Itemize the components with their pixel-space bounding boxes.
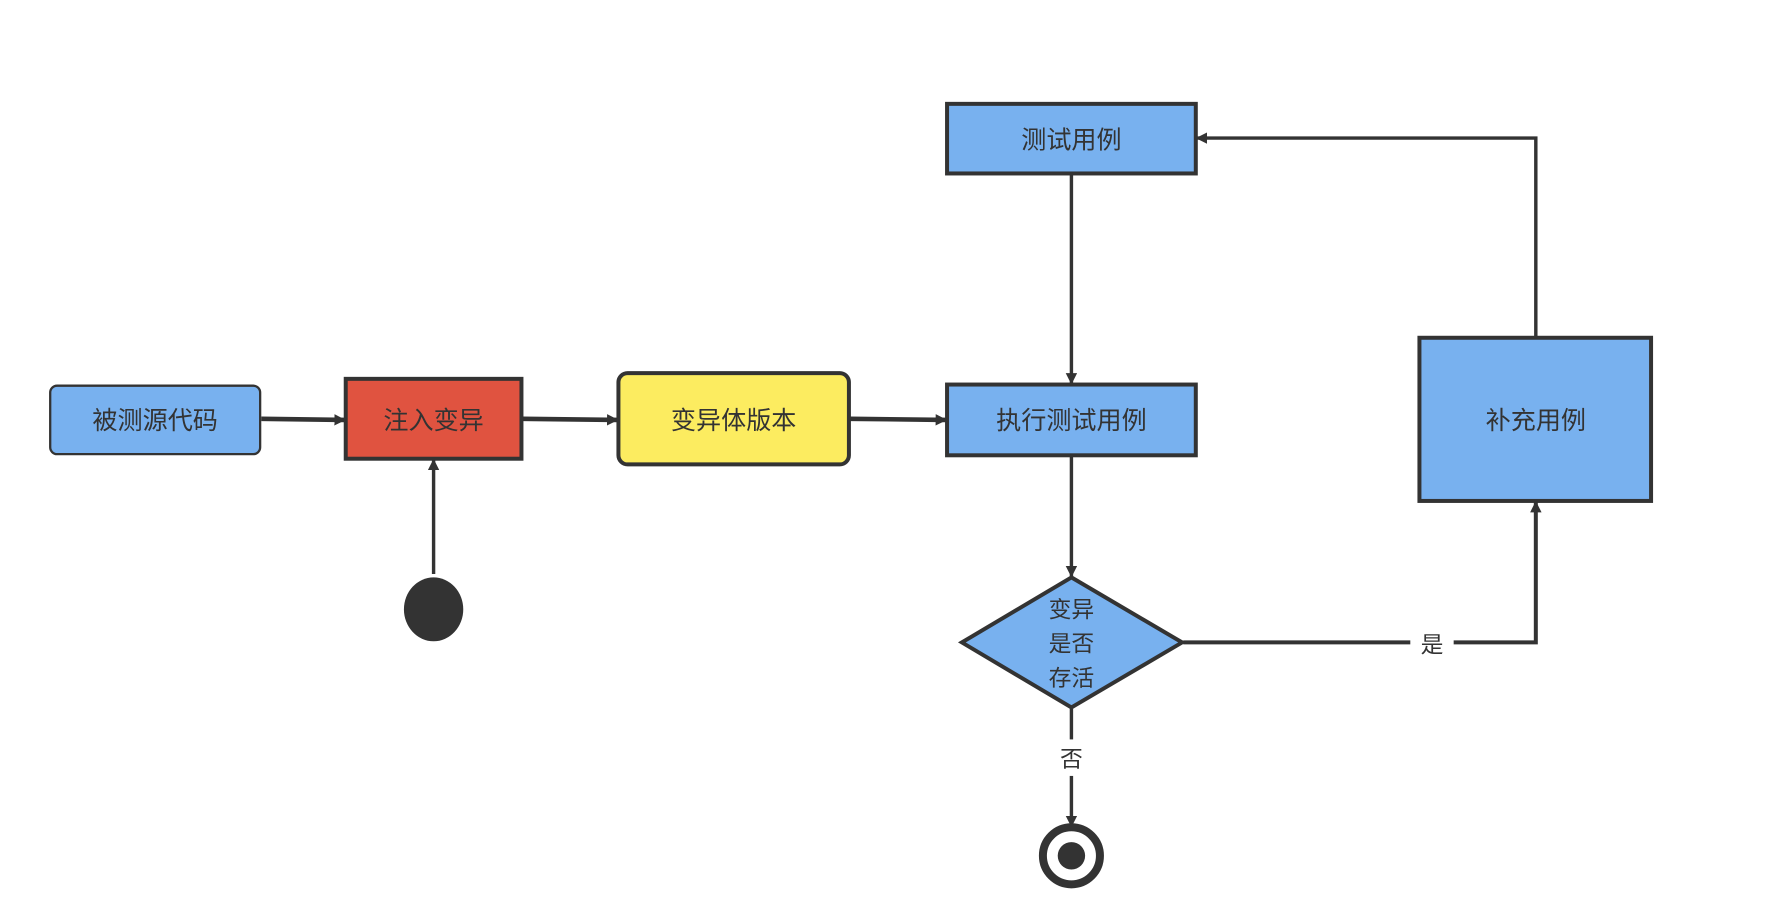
end-node-icon: [1038, 823, 1104, 889]
decision-label-line: 是否: [1049, 632, 1095, 658]
edge-label-yes: 是: [1421, 633, 1444, 659]
edge-inject-to-mutant: [522, 414, 619, 426]
node-decision-survive[interactable]: 变异 是否 存活: [957, 575, 1187, 710]
decision-label-line: 存活: [1049, 666, 1095, 692]
edges: 是 否: [261, 132, 1542, 828]
node-add-cases[interactable]: 补充用例: [1417, 335, 1654, 503]
node-test-cases[interactable]: 测试用例: [945, 101, 1198, 176]
edge-add-to-tests: [1195, 132, 1538, 337]
node-source-code[interactable]: 被测源代码: [49, 384, 262, 456]
node-run-tests[interactable]: 执行测试用例: [945, 382, 1198, 458]
node-inject-mutation[interactable]: 注入变异: [343, 376, 524, 461]
node-label: 补充用例: [1486, 406, 1586, 435]
node-label: 执行测试用例: [996, 406, 1147, 435]
node-label: 变异体版本: [671, 406, 796, 435]
node-label: 注入变异: [383, 406, 483, 435]
edge-source-to-inject: [261, 414, 346, 426]
node-label: 被测源代码: [92, 406, 217, 435]
start-node-icon: [403, 577, 464, 642]
edge-mutant-to-run: [850, 414, 948, 426]
edge-decision-yes: [1183, 500, 1542, 645]
decision-label-line: 变异: [1049, 597, 1095, 623]
edge-label-no: 否: [1060, 747, 1083, 773]
node-label: 测试用例: [1021, 125, 1121, 154]
node-mutant-version[interactable]: 变异体版本: [616, 371, 851, 467]
